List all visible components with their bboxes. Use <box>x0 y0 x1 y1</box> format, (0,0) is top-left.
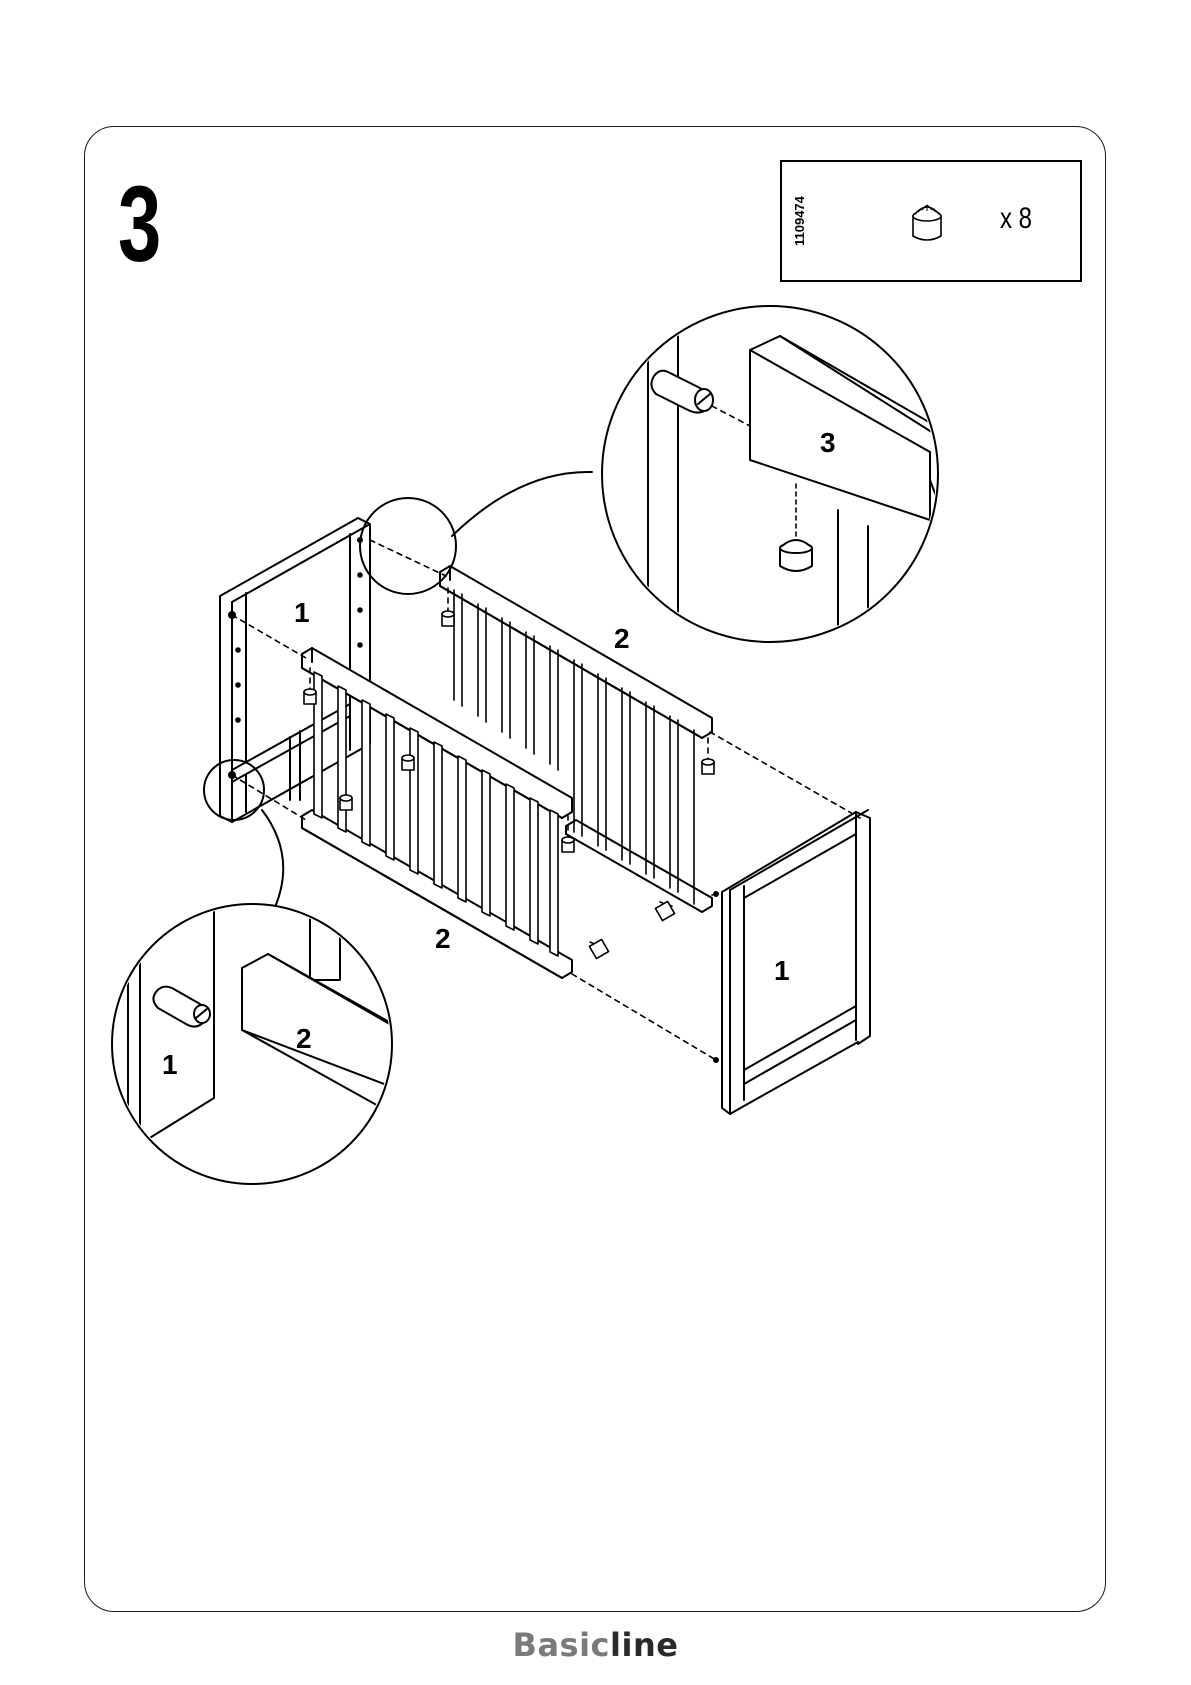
label-side-rail-back: 2 <box>614 623 630 654</box>
cam-nut-icon <box>340 795 352 810</box>
cam-nut-icon <box>655 901 674 920</box>
label-detail-bottom-rail: 2 <box>296 1023 312 1054</box>
label-end-panel-front: 1 <box>774 955 790 986</box>
label-side-rail-front: 2 <box>435 923 451 954</box>
label-end-panel-back: 1 <box>294 597 310 628</box>
side-rail-back <box>440 566 712 912</box>
end-panel-front <box>714 810 870 1114</box>
label-detail-bottom-end: 1 <box>162 1049 178 1080</box>
brand-logo: Basicline <box>0 1626 1191 1664</box>
cam-nut-icon <box>402 755 414 770</box>
label-detail-top-part: 3 <box>820 427 836 458</box>
detail-callout-top <box>360 300 960 660</box>
detail-callout-bottom <box>112 760 400 1200</box>
cam-nut-icon <box>442 611 454 626</box>
cam-nut-icon <box>702 759 714 774</box>
brand-logo-part2: line <box>610 1626 678 1664</box>
brand-logo-part1: Basic <box>513 1626 610 1664</box>
cam-nut-icon <box>304 689 316 704</box>
cam-nut-icon <box>562 837 574 852</box>
